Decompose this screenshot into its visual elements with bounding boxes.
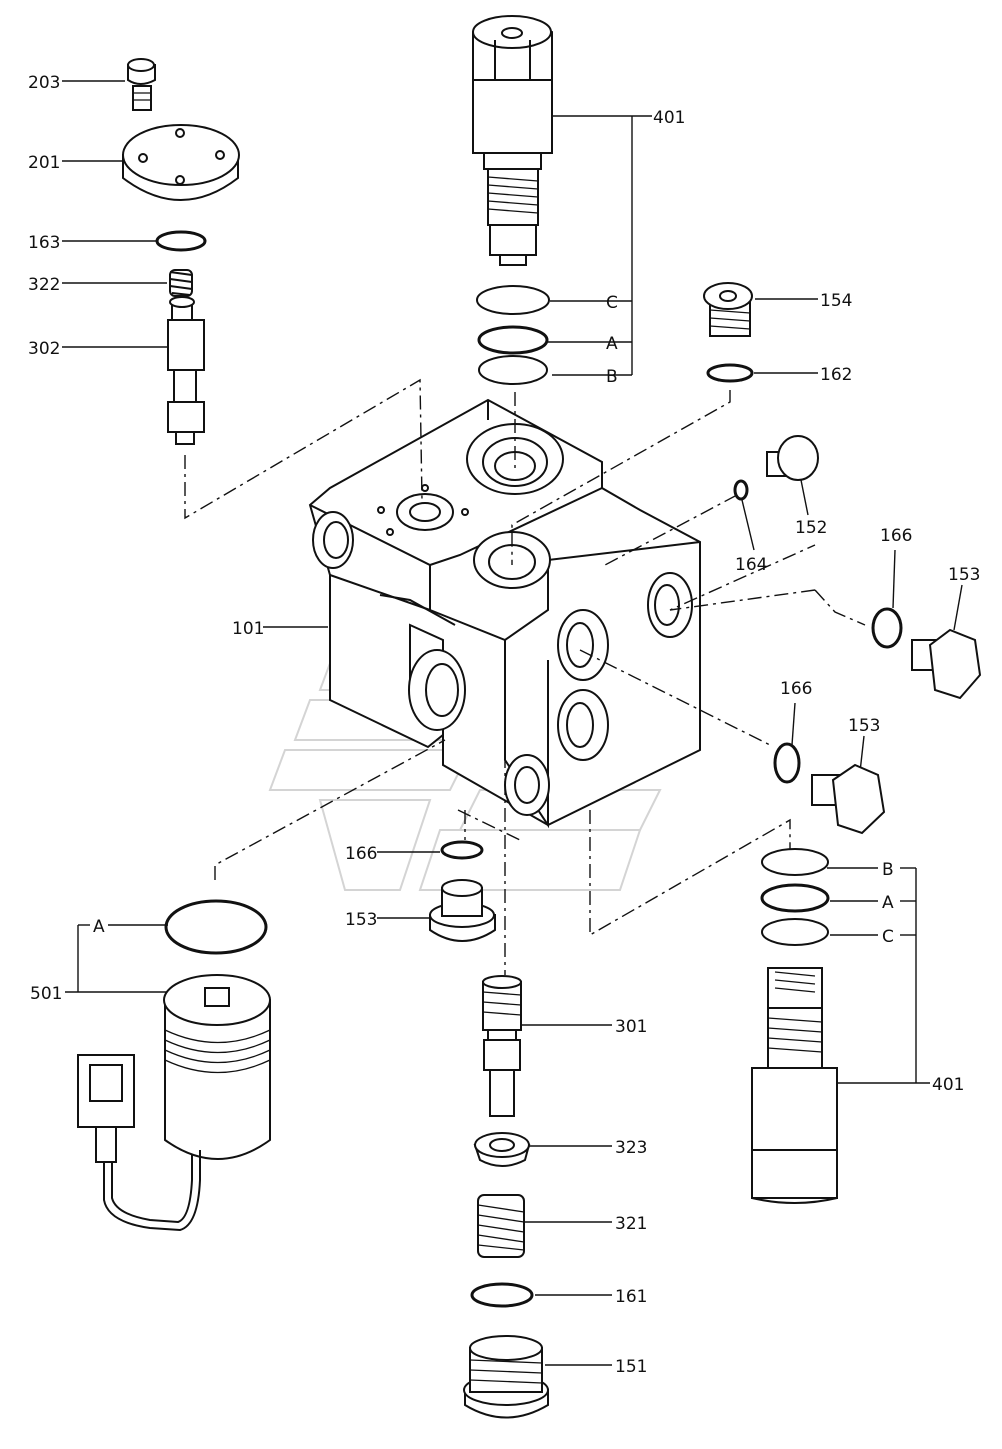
part-153-plug-bottom xyxy=(429,879,496,942)
label-322: 322 xyxy=(28,275,60,295)
part-401-ring-b-right xyxy=(761,848,829,876)
part-302-spool xyxy=(167,296,205,445)
label-152: 152 xyxy=(795,518,827,538)
label-501: 501 xyxy=(30,984,62,1004)
label-164: 164 xyxy=(735,555,767,575)
part-401-ring-a-right xyxy=(760,883,830,913)
part-153-plug-lower xyxy=(811,763,886,835)
label-top-a: A xyxy=(606,334,618,354)
part-152-plug xyxy=(766,435,819,481)
part-322-spring xyxy=(169,269,193,297)
part-401-ring-a-top xyxy=(477,325,549,355)
label-154: 154 xyxy=(820,291,852,311)
label-top-c: C xyxy=(606,293,618,313)
label-161: 161 xyxy=(615,1287,647,1307)
part-401-top-cartridge xyxy=(472,15,553,266)
label-166-right-mid: 166 xyxy=(780,679,812,699)
part-154-plug xyxy=(703,282,753,337)
label-163: 163 xyxy=(28,233,60,253)
label-301: 301 xyxy=(615,1017,647,1037)
part-161-o-ring xyxy=(470,1282,534,1308)
part-166-o-ring-upper xyxy=(871,607,903,649)
label-153-bottom: 153 xyxy=(345,910,377,930)
part-301-spool xyxy=(482,975,522,1117)
label-101: 101 xyxy=(232,619,264,639)
part-321-spring xyxy=(477,1194,525,1258)
part-164-o-ring xyxy=(733,479,749,501)
part-401-ring-c-top xyxy=(476,285,550,315)
label-right-c: C xyxy=(882,927,894,947)
label-162: 162 xyxy=(820,365,852,385)
label-201: 201 xyxy=(28,153,60,173)
assembly-axes xyxy=(184,378,866,975)
valve-housing-101 xyxy=(308,398,701,829)
part-162-o-ring xyxy=(706,363,754,383)
label-top-b: B xyxy=(606,367,618,387)
label-153-right-top: 153 xyxy=(948,565,980,585)
part-203-bolt xyxy=(127,58,156,111)
label-151: 151 xyxy=(615,1357,647,1377)
part-153-plug-upper xyxy=(911,628,982,700)
label-302: 302 xyxy=(28,339,60,359)
label-166-right-top: 166 xyxy=(880,526,912,546)
part-401-ring-c-right xyxy=(761,918,829,946)
label-right-a: A xyxy=(882,893,894,913)
label-501-a: A xyxy=(93,917,105,937)
part-166-o-ring-lower xyxy=(773,742,801,784)
part-323-seat xyxy=(473,1132,531,1167)
part-163-o-ring xyxy=(155,230,207,252)
label-166-bottom: 166 xyxy=(345,844,377,864)
part-166-o-ring-bottom xyxy=(440,840,484,860)
part-151-plug xyxy=(463,1335,549,1419)
label-401-right: 401 xyxy=(932,1075,964,1095)
label-401-top: 401 xyxy=(653,108,685,128)
label-203: 203 xyxy=(28,73,60,93)
label-153-right-mid: 153 xyxy=(848,716,880,736)
part-501-o-ring-a xyxy=(164,899,268,955)
callout-labels: 203 201 163 322 302 401 154 162 C A B 15… xyxy=(28,73,980,1377)
part-201-cover xyxy=(122,124,240,201)
assembly-lines xyxy=(62,80,963,1366)
part-401-right-cartridge xyxy=(751,967,838,1204)
part-401-ring-b-top xyxy=(478,355,548,385)
label-321: 321 xyxy=(615,1214,647,1234)
label-323: 323 xyxy=(615,1138,647,1158)
part-501-solenoid xyxy=(77,974,271,1232)
label-right-b: B xyxy=(882,860,894,880)
